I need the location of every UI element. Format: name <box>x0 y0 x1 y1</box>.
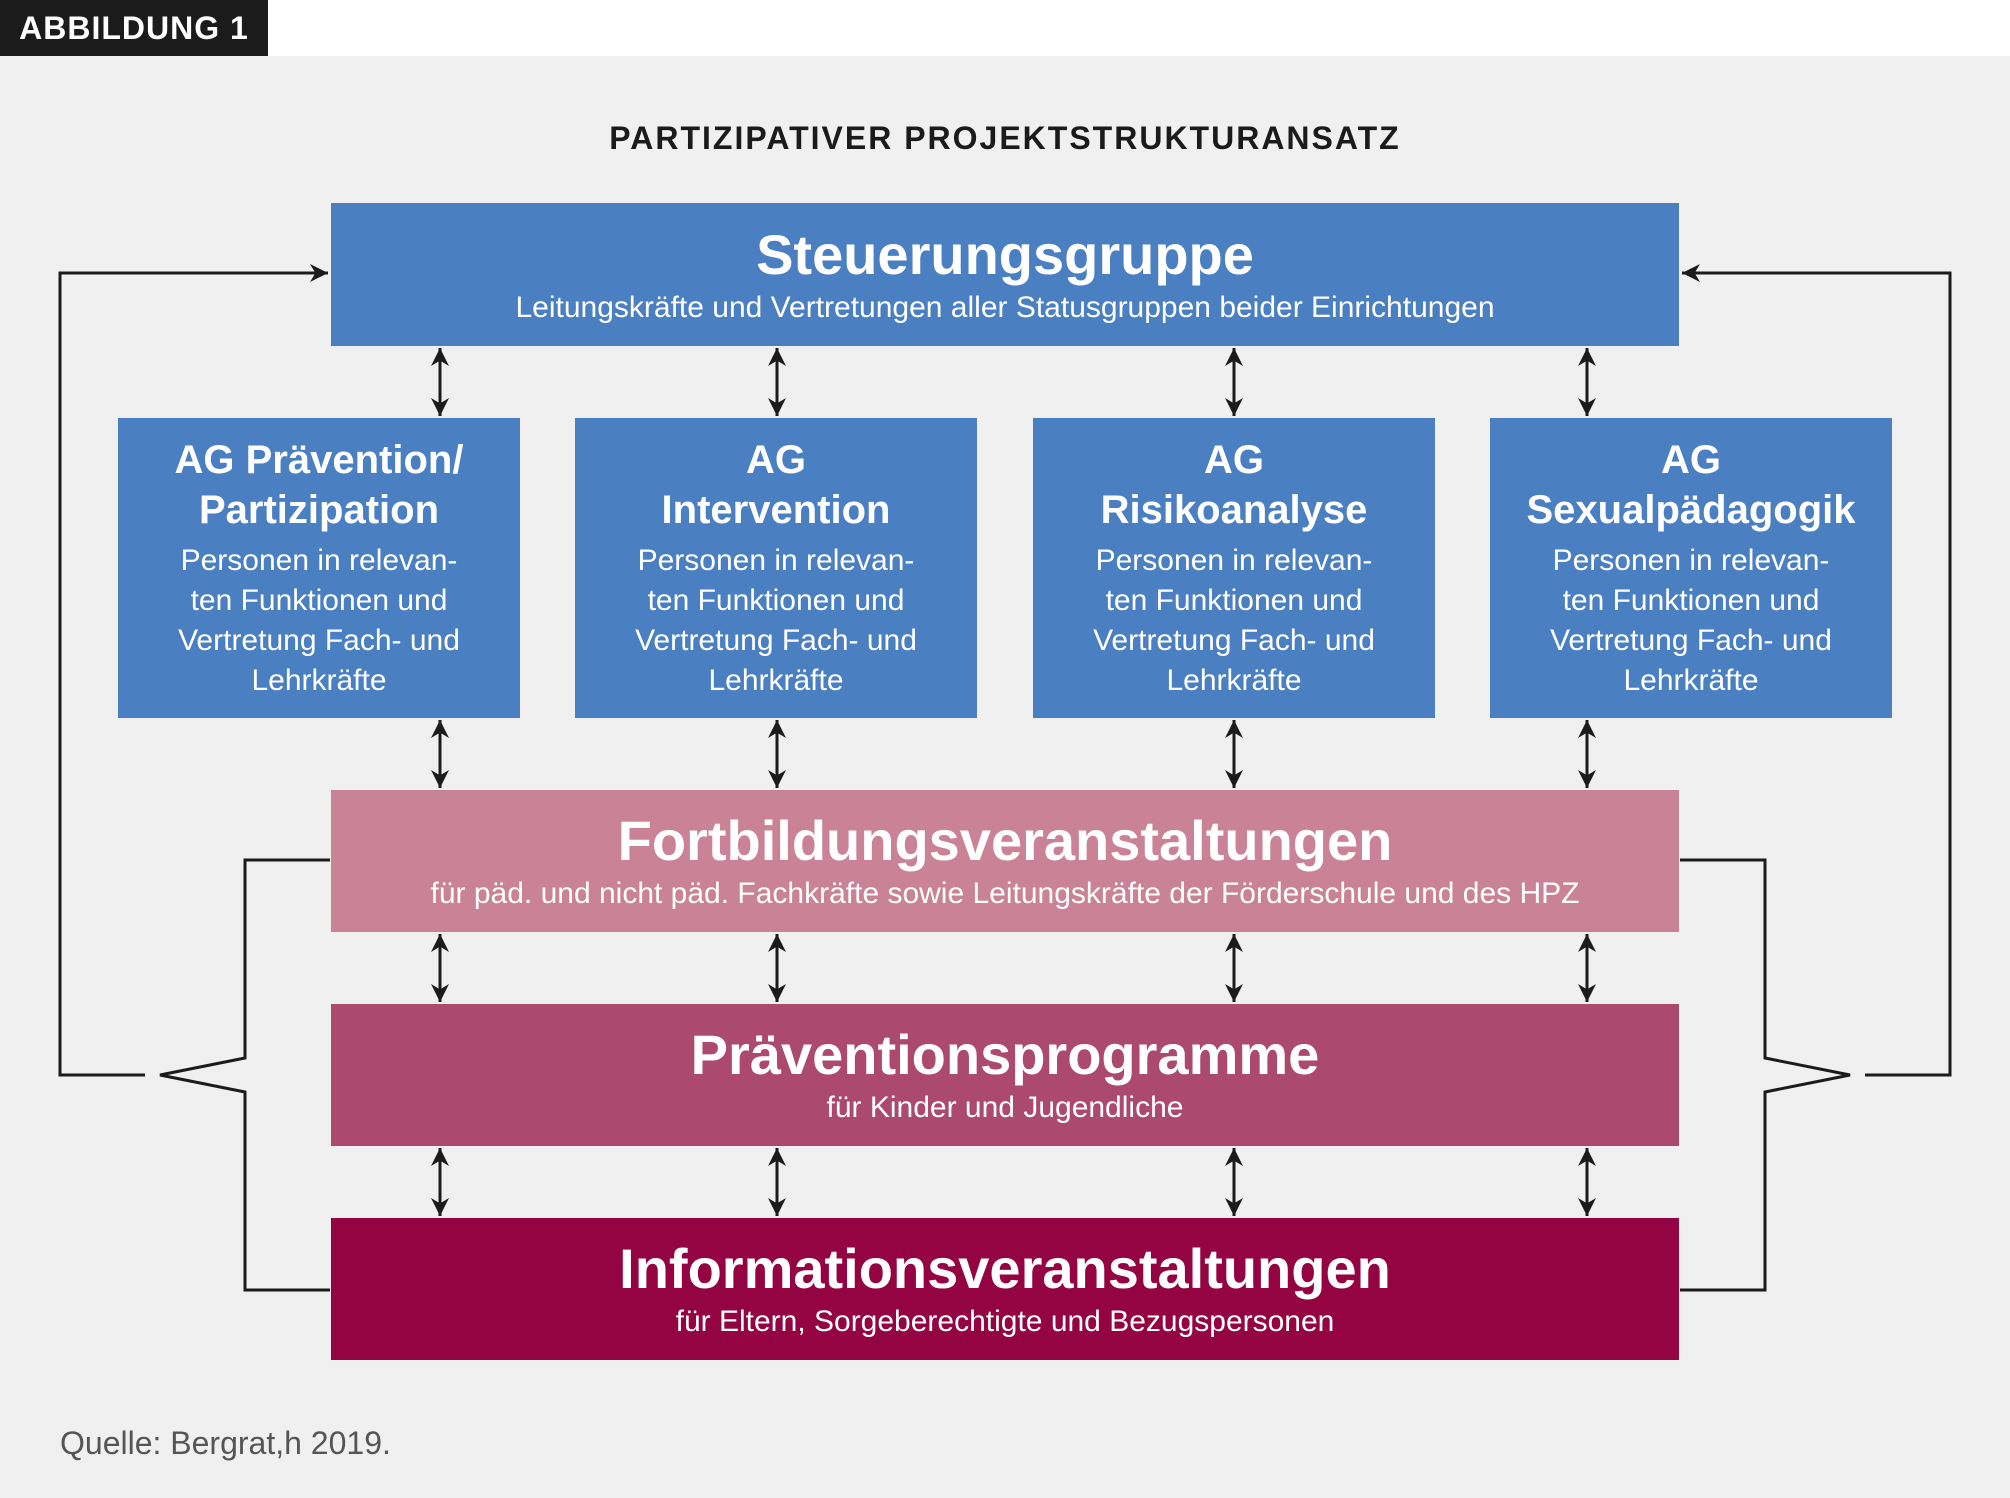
ag-sexualpaedagogik-box: AG Sexualpädagogik Personen in relevan- … <box>1490 418 1892 718</box>
figure-title: PARTIZIPATIVER PROJEKTSTRUKTURANSATZ <box>609 120 1401 156</box>
ag-desc-line: Vertretung Fach- und <box>635 624 917 657</box>
ag-desc-line: Personen in relevan- <box>180 544 458 577</box>
ag-praevention-box: AG Prävention/ Partizipation Personen in… <box>118 418 520 718</box>
ag-desc-line: Vertretung Fach- und <box>1093 624 1375 657</box>
prevention-box: Präventionsprogramme für Kinder und Juge… <box>331 1004 1679 1146</box>
information-subtitle: für Eltern, Sorgeberechtigte und Bezugsp… <box>675 1305 1335 1338</box>
ag-risikoanalyse-box: AG Risikoanalyse Personen in relevan- te… <box>1033 418 1435 718</box>
ag-description: Personen in relevan- ten Funktionen und … <box>635 541 917 701</box>
ag-desc-line: ten Funktionen und <box>190 584 448 617</box>
ag-title-line2: Partizipation <box>198 488 440 532</box>
ag-title-line1: AG <box>1204 438 1264 482</box>
ag-description: Personen in relevan- ten Funktionen und … <box>1550 541 1832 701</box>
trainings-subtitle: für päd. und nicht päd. Fachkräfte sowie… <box>430 877 1580 910</box>
steering-group-title: Steuerungsgruppe <box>756 222 1254 286</box>
ag-desc-line: Personen in relevan- <box>1095 544 1373 577</box>
ag-desc-line: ten Funktionen und <box>647 584 905 617</box>
steering-group-box: Steuerungsgruppe Leitungskräfte und Vert… <box>331 203 1679 346</box>
right-brace <box>1680 858 1851 1292</box>
ag-desc-line: Personen in relevan- <box>637 544 915 577</box>
ag-desc-line: Personen in relevan- <box>1552 544 1830 577</box>
ag-desc-line: Vertretung Fach- und <box>1550 624 1832 657</box>
ag-title-line2: Sexualpädagogik <box>1526 488 1856 532</box>
figure-tag: ABBILDUNG 1 <box>0 0 268 56</box>
prevention-title: Präventionsprogramme <box>690 1023 1320 1086</box>
steering-group-subtitle: Leitungskräfte und Vertretungen aller St… <box>515 290 1495 324</box>
right-feedback-loop <box>1682 264 1952 1077</box>
ag-desc-line: ten Funktionen und <box>1105 584 1363 617</box>
ag-title-line2: Intervention <box>661 488 891 532</box>
ag-title-line1: AG <box>746 438 806 482</box>
ag-desc-line: Lehrkräfte <box>251 664 387 697</box>
source-note: Quelle: Bergrat,h 2019. <box>60 1425 391 1461</box>
trainings-box: Fortbildungsveranstaltungen für päd. und… <box>331 790 1679 932</box>
ag-description: Personen in relevan- ten Funktionen und … <box>178 541 460 701</box>
ag-title-line1: AG <box>1661 438 1721 482</box>
ag-desc-line: Vertretung Fach- und <box>178 624 460 657</box>
prevention-subtitle: für Kinder und Jugendliche <box>826 1091 1184 1124</box>
ag-desc-line: Lehrkräfte <box>1623 664 1759 697</box>
ag-intervention-box: AG Intervention Personen in relevan- ten… <box>575 418 977 718</box>
ag-desc-line: Lehrkräfte <box>1166 664 1302 697</box>
ag-title-line1: AG Prävention/ <box>174 438 464 482</box>
ag-description: Personen in relevan- ten Funktionen und … <box>1093 541 1375 701</box>
trainings-title: Fortbildungsveranstaltungen <box>617 809 1393 872</box>
ag-title-line2: Risikoanalyse <box>1100 488 1368 532</box>
left-feedback-loop <box>58 264 328 1077</box>
left-brace <box>159 858 330 1292</box>
ag-desc-line: ten Funktionen und <box>1562 584 1820 617</box>
ag-desc-line: Lehrkräfte <box>708 664 844 697</box>
information-title: Informationsveranstaltungen <box>619 1237 1391 1300</box>
information-box: Informationsveranstaltungen für Eltern, … <box>331 1218 1679 1360</box>
